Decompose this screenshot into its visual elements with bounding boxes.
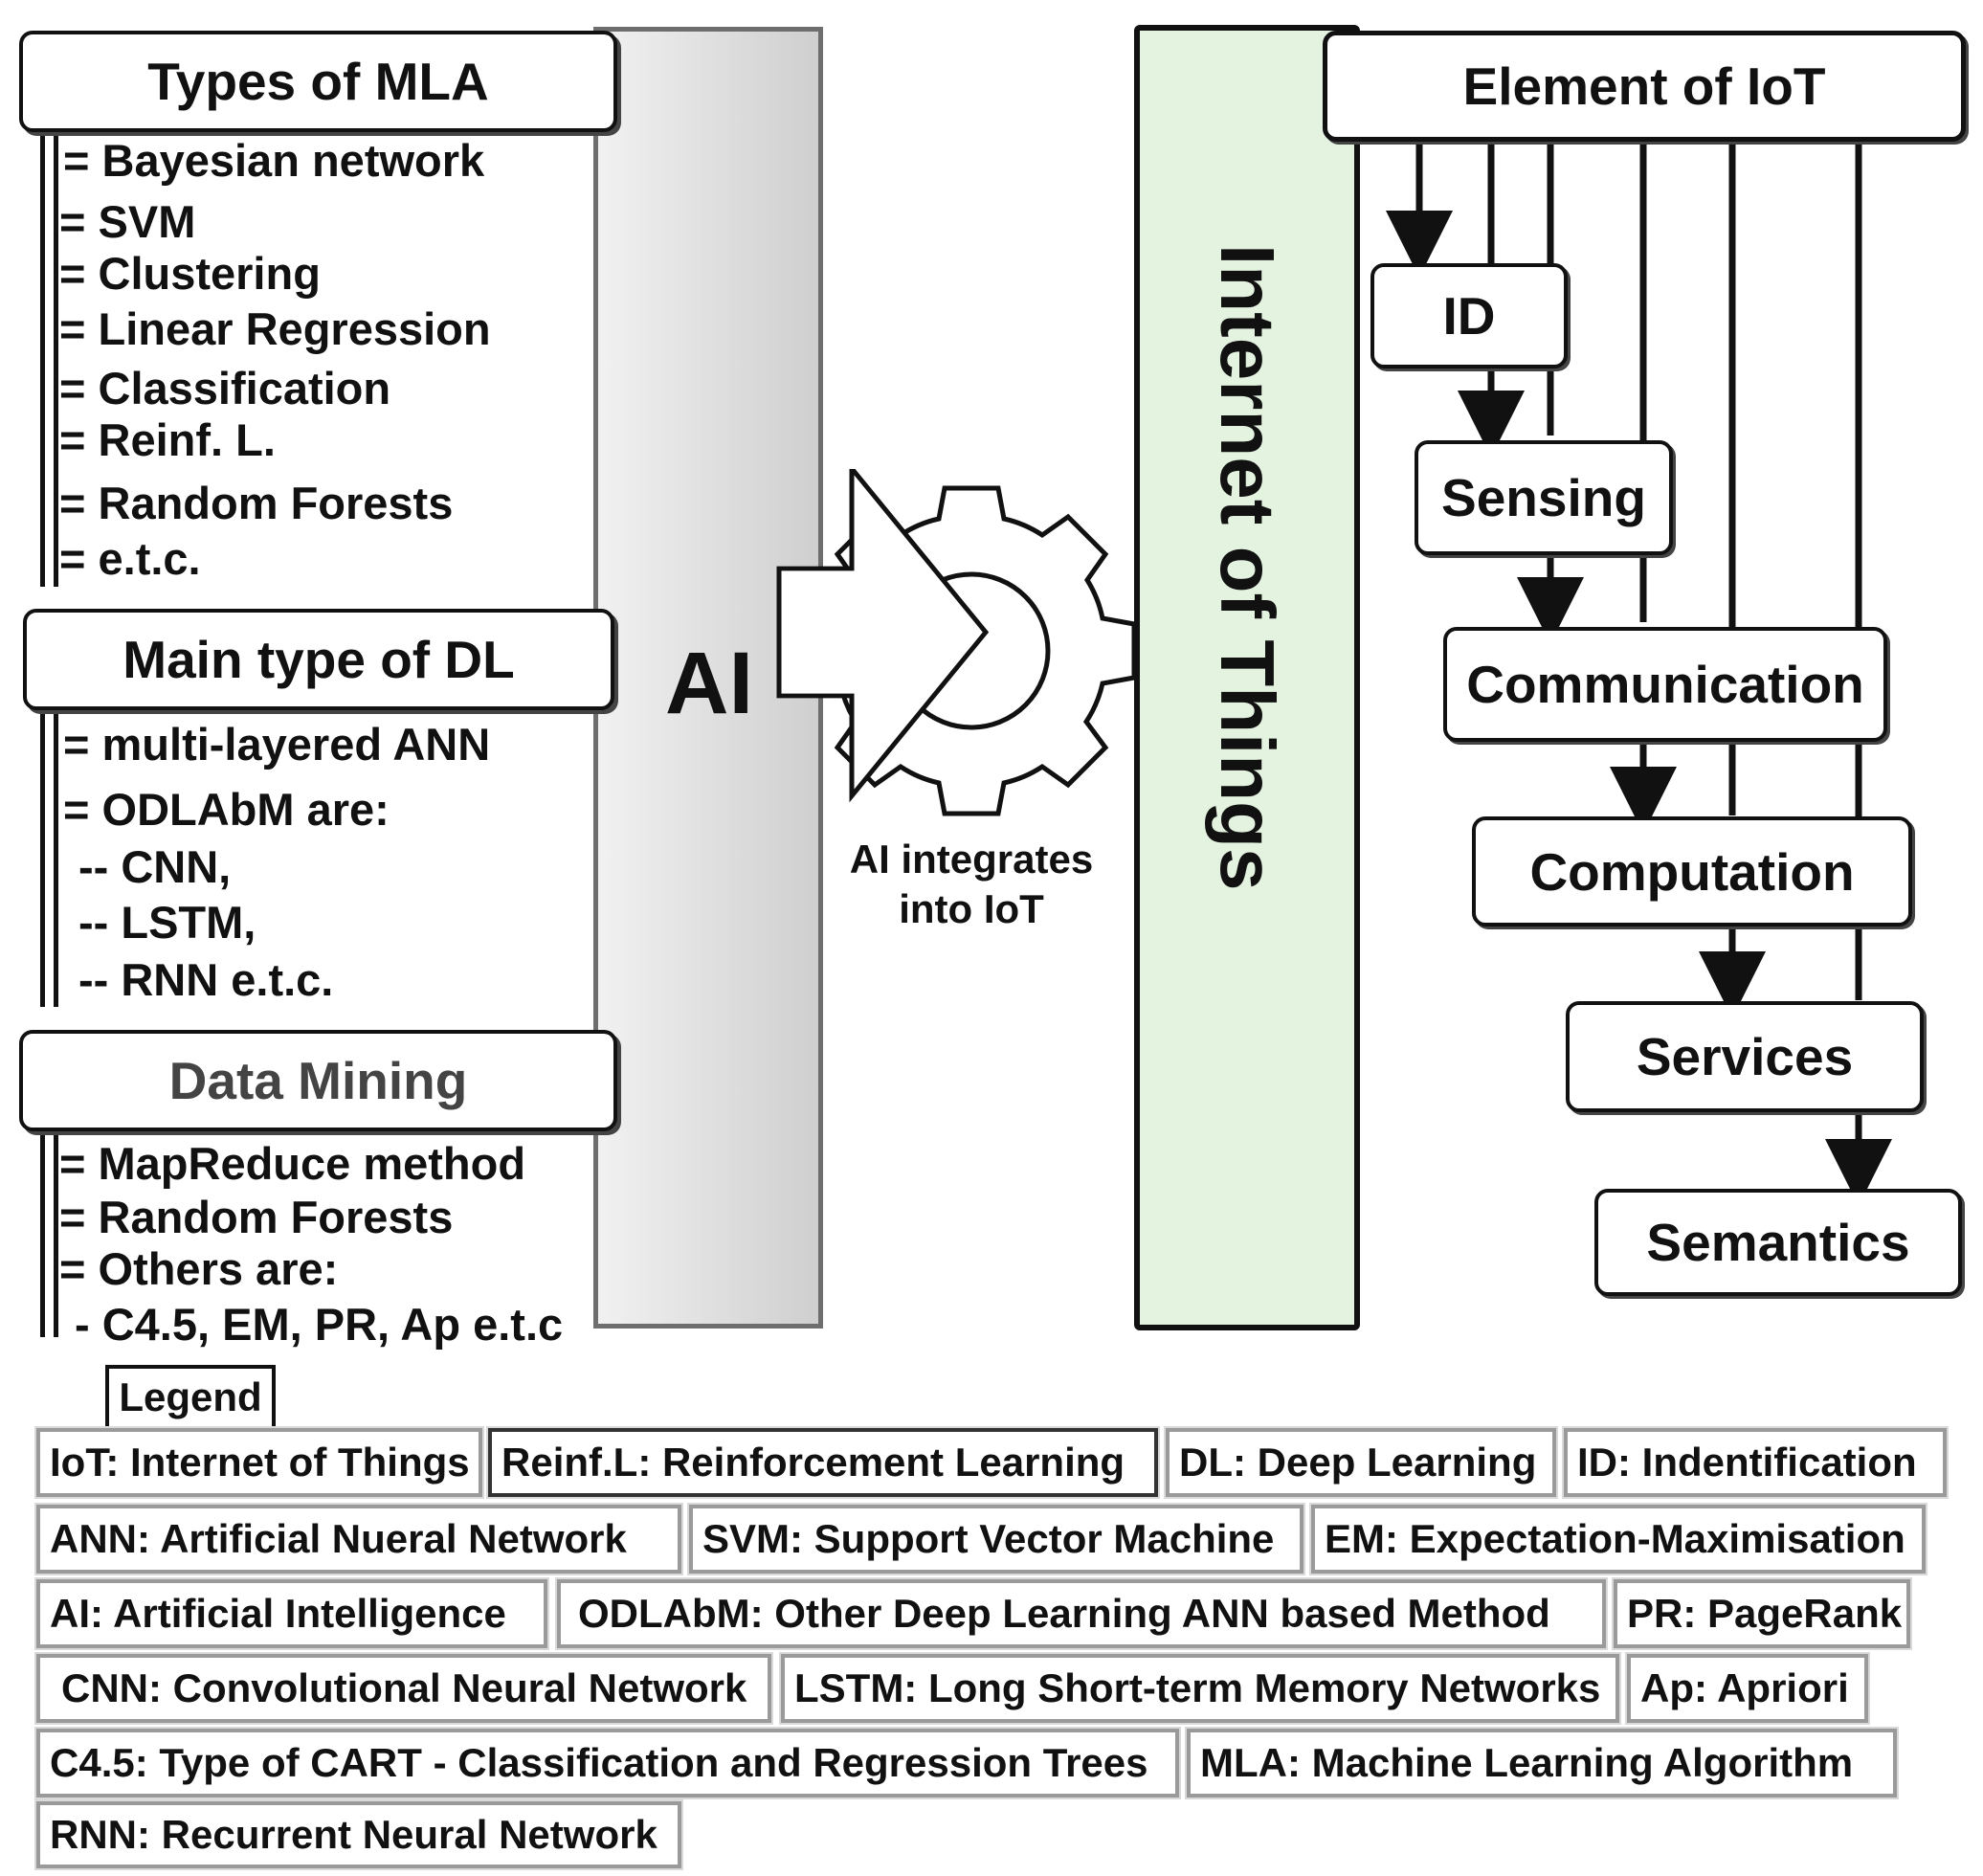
legend-title-box: Legend: [105, 1365, 276, 1430]
mla-item: = SVM: [59, 196, 196, 247]
legend-entry: DL: Deep Learning: [1164, 1426, 1558, 1499]
ai-label: AI: [665, 635, 753, 732]
dl-item: = multi-layered ANN: [63, 719, 491, 770]
dl-item: = ODLAbM are:: [63, 784, 390, 835]
element-of-iot-title: Element of IoT: [1462, 56, 1826, 116]
legend-entry: SVM: Support Vector Machine: [687, 1503, 1305, 1575]
node-services-label: Services: [1636, 1027, 1854, 1086]
mla-header: Types of MLA: [19, 31, 617, 132]
integration-graphic: [776, 469, 1137, 816]
element-of-iot-header: Element of IoT: [1323, 31, 1966, 142]
node-sensing-label: Sensing: [1441, 468, 1646, 527]
legend-entry: C4.5: Type of CART - Classification and …: [34, 1727, 1181, 1799]
dl-title: Main type of DL: [123, 630, 515, 689]
node-id-label: ID: [1442, 286, 1496, 346]
dm-item: - C4.5, EM, PR, Ap e.t.c: [75, 1299, 564, 1350]
mla-item: = Classification: [59, 363, 391, 413]
dl-header: Main type of DL: [23, 609, 614, 710]
dm-item: = Others are:: [59, 1243, 339, 1294]
node-sensing: Sensing: [1415, 440, 1673, 555]
legend-title: Legend: [119, 1374, 262, 1419]
dm-item: = MapReduce method: [59, 1138, 526, 1189]
node-semantics-label: Semantics: [1646, 1213, 1910, 1272]
legend-entry: ID: Indentification: [1562, 1426, 1949, 1499]
node-semantics: Semantics: [1594, 1189, 1962, 1296]
mla-item: = Clustering: [59, 248, 321, 299]
dm-rail-inner: [54, 1131, 58, 1337]
node-communication-label: Communication: [1466, 655, 1864, 714]
dl-item: -- LSTM,: [78, 897, 256, 948]
node-computation: Computation: [1472, 816, 1912, 927]
dm-title: Data Mining: [168, 1051, 468, 1110]
integration-label: AI integrates into IoT: [833, 835, 1110, 934]
mla-item: = e.t.c.: [59, 533, 201, 584]
legend-entry: Reinf.L: Reinforcement Learning: [486, 1426, 1160, 1499]
legend-entry: LSTM: Long Short-term Memory Networks: [779, 1652, 1621, 1725]
node-services: Services: [1566, 1001, 1924, 1112]
legend-entry: RNN: Recurrent Neural Network: [34, 1799, 683, 1870]
legend-entry: ODLAbM: Other Deep Learning ANN based Me…: [555, 1577, 1608, 1650]
mla-item: = Random Forests: [59, 478, 454, 528]
node-id: ID: [1370, 263, 1568, 368]
legend-entry: MLA: Machine Learning Algorithm: [1185, 1727, 1899, 1799]
dm-header: Data Mining: [19, 1030, 617, 1131]
iot-panel: [1134, 25, 1360, 1330]
integration-label-line1: AI integrates: [849, 837, 1094, 882]
legend-entry: CNN: Convolutional Neural Network: [34, 1652, 773, 1725]
mla-item: = Bayesian network: [63, 135, 485, 186]
legend-entry: PR: PageRank: [1612, 1577, 1912, 1650]
legend-entry: IoT: Internet of Things: [34, 1426, 484, 1499]
mla-rail-inner: [54, 132, 58, 587]
dl-rail-outer: [40, 710, 45, 1007]
integration-label-line2: into IoT: [899, 886, 1044, 931]
dl-item: -- RNN e.t.c.: [78, 954, 334, 1005]
legend-entry: EM: Expectation-Maximisation: [1309, 1503, 1927, 1575]
mla-item: = Reinf. L.: [59, 414, 276, 465]
dm-item: = Random Forests: [59, 1192, 454, 1242]
dl-item: -- CNN,: [78, 841, 232, 892]
legend-entry: Ap: Apriori: [1625, 1652, 1870, 1725]
dm-rail-outer: [40, 1131, 45, 1337]
mla-item: = Linear Regression: [59, 303, 491, 354]
mla-rail-outer: [40, 132, 45, 587]
dl-rail-inner: [54, 710, 58, 1007]
mla-title: Types of MLA: [147, 52, 489, 111]
right-arrow-icon: [776, 469, 990, 803]
legend-entry: ANN: Artificial Nueral Network: [34, 1503, 683, 1575]
legend-entry: AI: Artificial Intelligence: [34, 1577, 549, 1650]
node-computation-label: Computation: [1529, 841, 1855, 902]
node-communication: Communication: [1443, 627, 1887, 742]
